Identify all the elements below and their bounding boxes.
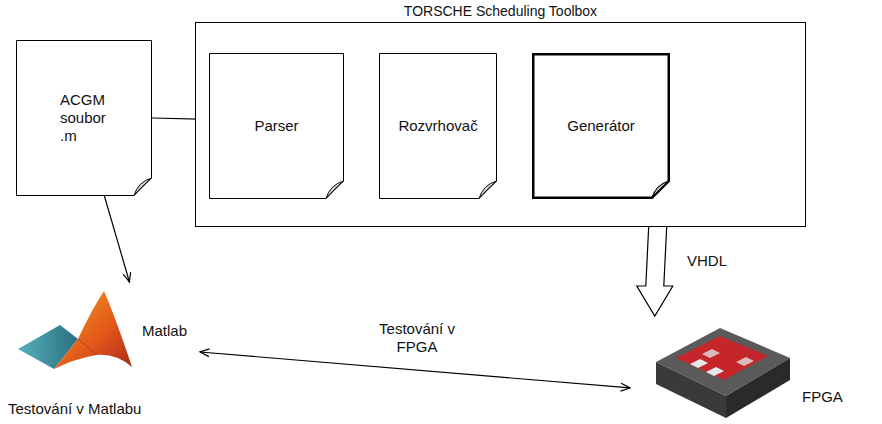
fpga-chip	[650, 322, 796, 424]
source-file: ACGM soubor .m	[16, 40, 152, 196]
document-fold	[479, 181, 497, 199]
connector	[104, 196, 130, 282]
fpga-node: FPGA	[630, 318, 878, 424]
arrow-head	[200, 349, 210, 357]
node-label: Generátor	[567, 117, 635, 135]
node-label: ACGM soubor .m	[60, 91, 118, 145]
edge-label: VHDL	[675, 252, 739, 270]
document-border	[533, 54, 669, 198]
document-border	[380, 54, 497, 199]
process-document: Generátor	[532, 53, 670, 199]
node-label: FPGA	[802, 388, 843, 406]
connector-line	[200, 352, 630, 388]
node-label: TORSCHE Scheduling Toolbox	[196, 2, 805, 20]
document-border	[210, 54, 344, 199]
node-label: Rozvrhovač	[398, 117, 477, 135]
node-label: Parser	[254, 117, 298, 135]
document-fold	[652, 181, 669, 198]
node-label: Matlab	[142, 322, 187, 340]
process-document: Parser	[209, 53, 344, 199]
node-caption: Testování v Matlabu	[8, 400, 141, 418]
process-document: Rozvrhovač	[379, 53, 497, 199]
edge-label: Testování v FPGA	[370, 320, 464, 356]
matlab-logo	[14, 285, 136, 393]
arrow-head	[123, 272, 130, 282]
toolbox-frame: TORSCHE Scheduling ToolboxParserRozvrhov…	[195, 22, 806, 227]
matlab-node: MatlabTestování v Matlabu	[4, 282, 200, 422]
connector-line	[104, 196, 129, 282]
document-border	[17, 41, 152, 196]
arrow-head	[620, 383, 630, 391]
document-fold	[134, 178, 152, 196]
document-fold	[326, 181, 344, 199]
